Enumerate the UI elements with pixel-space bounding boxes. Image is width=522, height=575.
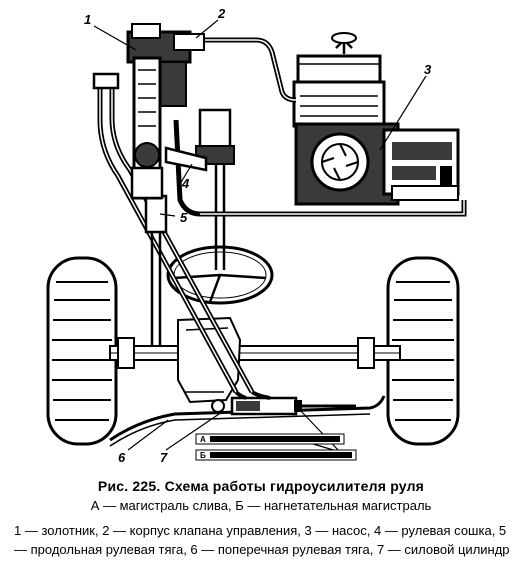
longitudinal-steering-link: [144, 194, 168, 346]
pump-reservoir: [292, 32, 460, 206]
callout-3: 3: [424, 62, 432, 77]
line-designations: А Б: [195, 433, 357, 461]
line-a-label: А: [200, 435, 206, 444]
callout-7: 7: [160, 450, 168, 465]
callout-6: 6: [118, 450, 126, 465]
callout-4: 4: [181, 176, 190, 191]
callout-2: 2: [217, 6, 226, 21]
front-axle: [109, 316, 401, 404]
hydraulic-lines: [97, 37, 467, 400]
caption-subtitle: А — магистраль слива, Б — нагнетательная…: [90, 498, 432, 513]
power-cylinder: [211, 396, 356, 416]
steering-column: [195, 108, 235, 270]
line-b-label: Б: [200, 451, 206, 460]
right-wheel: [386, 256, 460, 446]
callout-5: 5: [180, 210, 188, 225]
control-valve: [92, 23, 205, 200]
figure-caption: Рис. 225. Схема работы гидроусилителя ру…: [0, 478, 522, 559]
transverse-steering-link: [109, 395, 386, 442]
callout-1: 1: [84, 12, 91, 27]
caption-legend: 1 — золотник, 2 — корпус клапана управле…: [14, 523, 510, 557]
caption-title: Рис. 225. Схема работы гидроусилителя ру…: [97, 478, 425, 494]
pitman-arm: [164, 146, 208, 172]
steering-wheel: [166, 245, 274, 305]
power-steering-diagram: 1 2 3 4 5 6 7 А Б: [46, 6, 467, 465]
left-wheel: [46, 256, 118, 446]
